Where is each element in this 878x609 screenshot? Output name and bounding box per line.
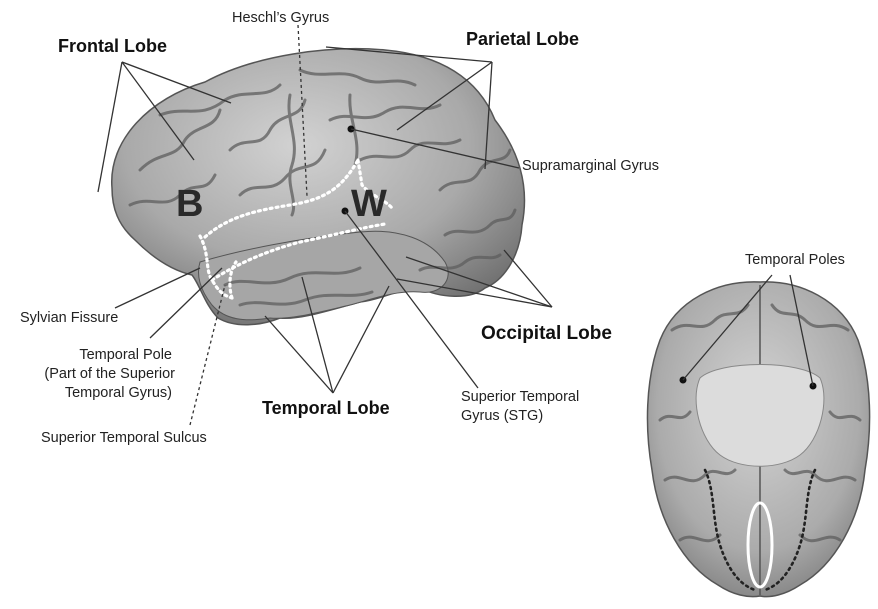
temporal-pole-line-2: (Part of the Superior <box>0 365 175 384</box>
supramarginal-gyrus-label: Supramarginal Gyrus <box>522 157 659 176</box>
wernicke-area-letter: W <box>351 183 387 226</box>
stg-line-2: Gyrus (STG) <box>461 407 579 426</box>
occipital-lobe-label: Occipital Lobe <box>481 324 612 343</box>
temporal-poles-label: Temporal Poles <box>745 251 845 270</box>
superior-temporal-gyrus-label: Superior Temporal Gyrus (STG) <box>461 388 579 426</box>
inferior-brain-image <box>647 282 869 597</box>
heschls-gyrus-label: Heschl’s Gyrus <box>232 9 329 28</box>
temporal-pole-line-3: Temporal Gyrus) <box>0 384 175 403</box>
temporal-pole-line-1: Temporal Pole <box>0 346 175 365</box>
superior-temporal-sulcus-label: Superior Temporal Sulcus <box>41 429 207 448</box>
temporal-lobe-label: Temporal Lobe <box>262 399 390 418</box>
temporal-pole-label: Temporal Pole (Part of the Superior Temp… <box>0 346 175 403</box>
stg-line-1: Superior Temporal <box>461 388 579 407</box>
broca-area-letter: B <box>176 183 203 226</box>
frontal-lobe-label: Frontal Lobe <box>58 37 167 56</box>
parietal-lobe-label: Parietal Lobe <box>466 30 579 49</box>
lateral-brain-image <box>112 49 525 325</box>
sylvian-fissure-label: Sylvian Fissure <box>20 309 118 328</box>
